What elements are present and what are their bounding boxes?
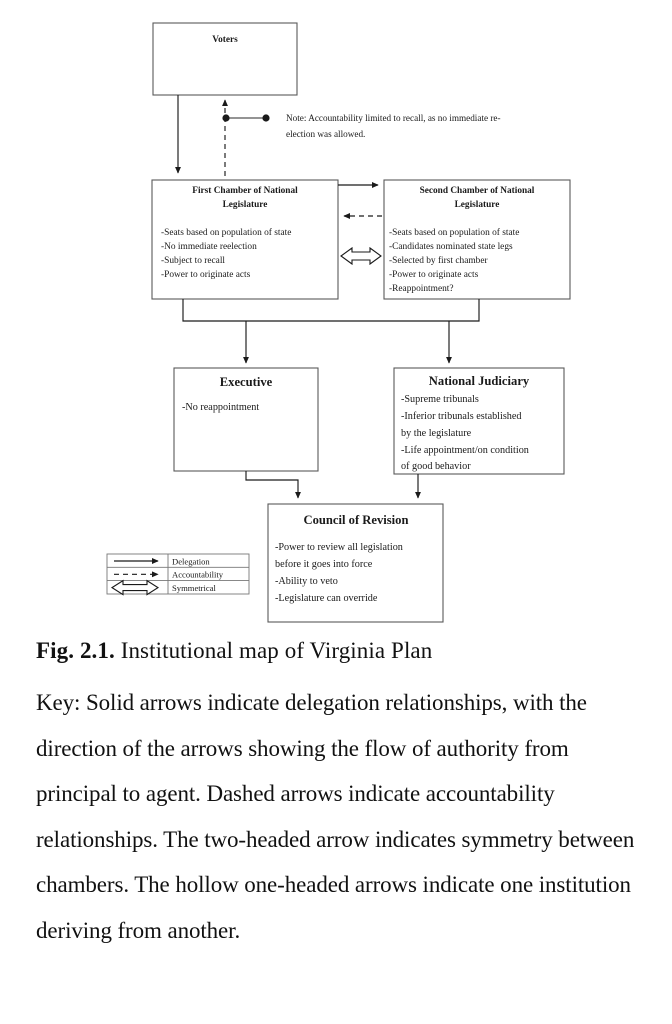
box-judiciary-item-0: -Supreme tribunals [401, 394, 479, 405]
box-council-item-2: -Ability to veto [275, 576, 338, 587]
figure-title: Institutional map of Virginia Plan [114, 638, 433, 663]
box-second-chamber-title-line1: Second Chamber of National [420, 186, 535, 196]
box-first-chamber-title-line1: First Chamber of National [192, 186, 298, 196]
note-line-1: Note: Accountability limited to recall, … [286, 113, 501, 123]
connector-chambers-to-executive-judiciary [182, 299, 480, 364]
legend-row-accountability: Accountability [114, 570, 224, 580]
legend-label-2: Symmetrical [172, 583, 217, 593]
arrow-symmetrical-between-chambers [340, 246, 382, 266]
box-executive: Executive -No reappointment [173, 367, 319, 472]
box-executive-item-0: -No reappointment [182, 402, 259, 413]
box-national-judiciary: National Judiciary -Supreme tribunals -I… [393, 367, 565, 475]
hollow-double-arrow-icon [110, 579, 160, 596]
legend-row-delegation: Delegation [114, 556, 210, 566]
box-council-item-0: -Power to review all legislation [275, 542, 403, 553]
box-second-chamber-item-0: -Seats based on population of state [389, 227, 519, 238]
institutional-map-diagram: Voters Note: Accountability limited to r… [106, 22, 571, 623]
figure-key-paragraph: Key: Solid arrows indicate delegation re… [36, 690, 635, 943]
box-judiciary-item-4: of good behavior [401, 461, 471, 472]
box-second-chamber-item-1: -Candidates nominated state legs [389, 242, 513, 252]
box-council-title: Council of Revision [304, 513, 409, 527]
figure-caption: Fig. 2.1. Institutional map of Virginia … [36, 636, 648, 666]
box-first-chamber-title-line2: Legislature [223, 200, 268, 210]
box-judiciary-title: National Judiciary [429, 374, 530, 388]
box-first-chamber-item-2: -Subject to recall [161, 256, 225, 266]
box-voters: Voters [152, 22, 298, 96]
connector-to-council-of-revision [245, 471, 422, 499]
legend: Delegation Accountability Symmetrical [106, 553, 250, 596]
box-second-chamber-item-4: -Reappointment? [389, 284, 454, 294]
box-executive-title: Executive [220, 375, 273, 389]
box-judiciary-item-2: by the legislature [401, 428, 472, 439]
note-leader [222, 114, 270, 122]
box-second-chamber-item-3: -Power to originate acts [389, 270, 479, 280]
legend-label-1: Accountability [172, 570, 224, 580]
box-first-chamber: First Chamber of National Legislature -S… [151, 179, 339, 300]
box-council-item-1: before it goes into force [275, 559, 373, 570]
box-council-item-3: -Legislature can override [275, 593, 378, 604]
box-second-chamber-title-line2: Legislature [455, 200, 500, 210]
figure-number: Fig. 2.1. [36, 638, 115, 663]
legend-row-symmetrical: Symmetrical [110, 579, 217, 596]
box-first-chamber-item-3: -Power to originate acts [161, 270, 251, 280]
box-voters-title: Voters [212, 35, 238, 45]
box-judiciary-item-1: -Inferior tribunals established [401, 411, 522, 422]
note-line-2: election was allowed. [286, 129, 365, 139]
box-second-chamber-item-2: -Selected by first chamber [389, 255, 489, 266]
box-second-chamber: Second Chamber of National Legislature -… [383, 179, 571, 300]
box-judiciary-item-3: -Life appointment/on condition [401, 445, 529, 456]
box-first-chamber-item-0: -Seats based on population of state [161, 227, 291, 238]
legend-label-0: Delegation [172, 556, 210, 566]
box-first-chamber-item-1: -No immediate reelection [161, 242, 257, 252]
box-council-of-revision: Council of Revision -Power to review all… [267, 503, 444, 623]
